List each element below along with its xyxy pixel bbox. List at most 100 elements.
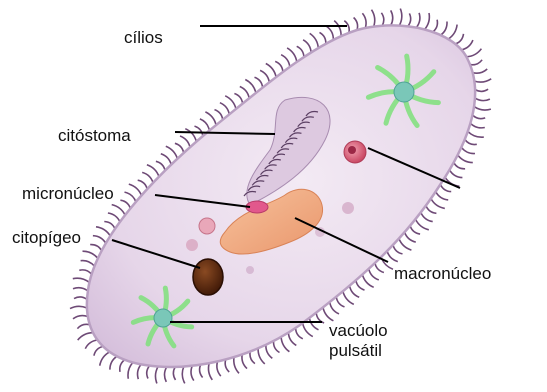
cilium (142, 172, 153, 182)
cilium (70, 306, 87, 308)
cilium (73, 278, 90, 282)
cilium (465, 139, 477, 144)
cilium (275, 61, 283, 72)
cilium (200, 119, 210, 131)
cilium (462, 40, 473, 50)
cilium (381, 13, 383, 26)
cilium (208, 363, 212, 380)
cilium (466, 49, 481, 57)
cilium (110, 356, 117, 369)
cilium (90, 245, 102, 251)
cilium (85, 340, 97, 349)
cilium (375, 263, 384, 273)
label-citopigeo: citopígeo (12, 228, 81, 248)
cilium (161, 154, 171, 165)
cilium (234, 357, 239, 373)
cilium (83, 251, 98, 258)
cilium (250, 352, 255, 364)
cilium (399, 9, 402, 26)
cilium (297, 46, 304, 57)
cilium (234, 94, 242, 104)
cilium (323, 307, 333, 320)
cilium (78, 333, 93, 340)
cilium (309, 318, 318, 330)
cilium (74, 297, 87, 299)
cilium (155, 367, 158, 384)
vacuole-center (394, 82, 414, 102)
cilium (362, 13, 366, 28)
cilium (470, 60, 482, 65)
cilium (180, 136, 190, 147)
cilium (281, 337, 289, 352)
cilium (175, 143, 184, 153)
cilium (387, 251, 398, 262)
cilium (408, 13, 411, 26)
cilium (120, 200, 130, 208)
label-vacuolo-line1: vacúolo (329, 321, 388, 341)
cilium (255, 77, 263, 87)
cilium (287, 48, 297, 62)
cilium (281, 55, 290, 67)
cell-membrane (87, 25, 475, 367)
cilium (330, 302, 339, 314)
cilium (220, 103, 229, 115)
cilium (474, 79, 491, 82)
cilium (356, 280, 365, 290)
cilium (100, 352, 110, 366)
cilium (108, 213, 120, 222)
cilium (393, 245, 403, 254)
cilium (240, 87, 249, 99)
cilium (73, 288, 88, 291)
cilium (310, 33, 319, 48)
cilium (440, 184, 451, 191)
cilium (225, 359, 229, 372)
label-cilios: cílios (124, 28, 163, 48)
cilium (120, 360, 125, 372)
cilium (128, 362, 133, 378)
cilium (426, 206, 437, 214)
cilium (448, 25, 457, 39)
cilium (327, 26, 334, 39)
cilium (303, 323, 313, 337)
cilium (436, 192, 449, 200)
cilium (182, 367, 185, 384)
cilium (431, 199, 445, 209)
label-vacuolo-line2: pulsátil (329, 341, 388, 361)
cilium (399, 239, 412, 251)
cilium (94, 346, 103, 355)
cilium (369, 269, 379, 280)
cilium (274, 341, 280, 353)
cilium (473, 69, 488, 73)
cilium (458, 155, 473, 163)
cilium (296, 328, 303, 339)
cilium (129, 184, 142, 195)
cilium (461, 147, 475, 153)
cilium (320, 32, 326, 43)
cilium (164, 367, 166, 382)
cilium (474, 107, 491, 110)
cilium (470, 123, 484, 128)
cilium (260, 70, 269, 82)
cilium (425, 13, 430, 30)
cilium (266, 64, 276, 78)
cilium (245, 80, 256, 93)
cilium (288, 333, 296, 346)
cilium (416, 13, 420, 28)
cilium (73, 316, 88, 319)
cilium (205, 112, 216, 125)
label-citostoma: citóstoma (58, 126, 131, 146)
cilium (138, 180, 148, 189)
cilium (454, 163, 465, 169)
cilium (391, 10, 393, 25)
cilium (350, 286, 360, 298)
cilium (215, 110, 223, 120)
cilium (334, 21, 341, 36)
vacuole-center (154, 309, 172, 327)
label-vacuolo-pulsatil: vacúolo pulsátil (329, 321, 388, 361)
cilium (81, 261, 95, 267)
cilium (441, 22, 447, 36)
cilium (217, 362, 221, 377)
label-micronucleo: micronúcleo (22, 184, 114, 204)
cilium (112, 205, 125, 216)
